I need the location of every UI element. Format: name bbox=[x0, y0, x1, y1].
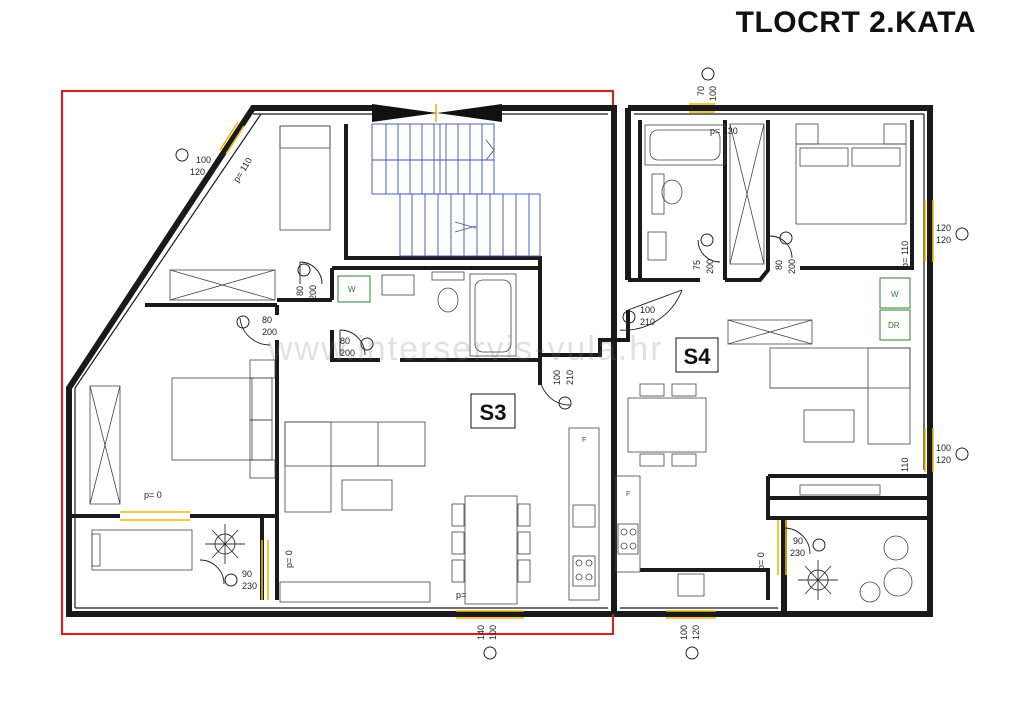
fridge-s3-label: F bbox=[582, 437, 586, 444]
washer-s3-label: W bbox=[348, 285, 356, 294]
dim-s3-balcony-p: p= 0 bbox=[144, 490, 162, 500]
dim-s3-south-h: 100 bbox=[488, 625, 498, 640]
unit-s3-label: S3 bbox=[480, 400, 507, 425]
dim-s4-bath-h: 200 bbox=[705, 259, 715, 274]
interior-walls-s3 bbox=[69, 124, 614, 600]
dim-s4-entry-w: 100 bbox=[640, 305, 655, 315]
dim-s4-south-w: 100 bbox=[679, 625, 689, 640]
washer-s4-label: W bbox=[891, 290, 899, 299]
fridge-s4-label: F bbox=[626, 491, 630, 498]
dim-top-h: 70 bbox=[696, 86, 706, 96]
dim-s4-e2-h: 120 bbox=[936, 455, 951, 465]
dim-nw-h: 120 bbox=[190, 167, 205, 177]
dim-nw-p: p= 110 bbox=[231, 156, 254, 184]
dim-s4-bed-h: 200 bbox=[787, 259, 797, 274]
dim-s3-balc-door-w: 90 bbox=[242, 569, 252, 579]
plant-icon bbox=[205, 524, 838, 600]
dim-s4-bath-w: 75 bbox=[692, 260, 702, 270]
dim-s3-balc-door-h: 230 bbox=[242, 581, 257, 591]
unit-s4-label: S4 bbox=[684, 344, 712, 369]
furniture-s3 bbox=[89, 125, 600, 605]
washer-s4 bbox=[879, 277, 911, 309]
doors bbox=[199, 235, 811, 585]
dryer-s4-label: DR bbox=[888, 321, 900, 330]
dim-s3-balc-door-p: p= 0 bbox=[284, 550, 294, 568]
unit-labels: S3 S4 bbox=[470, 337, 719, 429]
dryer-s4 bbox=[879, 309, 911, 341]
dim-s3-bath-h: 200 bbox=[340, 348, 355, 358]
dim-s4-e2-w: 100 bbox=[936, 443, 951, 453]
dim-s4-bed-w: 80 bbox=[774, 260, 784, 270]
wall-details bbox=[74, 113, 925, 609]
dim-s4-e2-p: 110 bbox=[900, 458, 910, 472]
appliances: W W DR F F bbox=[337, 275, 911, 498]
stair-window bbox=[372, 104, 502, 122]
dim-s3-south-p: p= bbox=[456, 590, 466, 600]
washer-s3 bbox=[337, 275, 371, 303]
dim-nw-w: 100 bbox=[196, 155, 211, 165]
dim-top-w: 100 bbox=[708, 86, 718, 101]
plan-title: TLOCRT 2.KATA bbox=[735, 6, 976, 39]
dim-s4-balc-h: 230 bbox=[790, 548, 805, 558]
dim-s4-balc-w: 90 bbox=[793, 536, 803, 546]
dim-s4-e1-p: p= 110 bbox=[900, 241, 910, 268]
dim-s3-room-h: 200 bbox=[308, 285, 318, 300]
dim-s4-e1-h: 120 bbox=[936, 235, 951, 245]
dim-s4-e1-w: 120 bbox=[936, 223, 951, 233]
dim-s4-entry-h: 210 bbox=[640, 317, 655, 327]
dim-s3-south-w: 140 bbox=[476, 625, 486, 640]
dim-s3-entry-h: 210 bbox=[565, 370, 575, 385]
dim-bath-parapet: p= 130 bbox=[710, 126, 738, 136]
dim-s3-room-w: 80 bbox=[295, 286, 305, 296]
furniture-s4 bbox=[615, 123, 913, 603]
dim-s4-balc-p: p= 0 bbox=[756, 552, 766, 570]
dim-s3-entry-w: 100 bbox=[552, 370, 562, 385]
dim-s3-bath-w: 80 bbox=[340, 336, 350, 346]
dim-s4-south-h: 120 bbox=[691, 625, 701, 640]
interior-walls-s4 bbox=[614, 120, 930, 600]
dim-s3-bed-w: 80 bbox=[262, 315, 272, 325]
stairs bbox=[371, 123, 541, 257]
dim-s3-bed-h: 200 bbox=[262, 327, 277, 337]
